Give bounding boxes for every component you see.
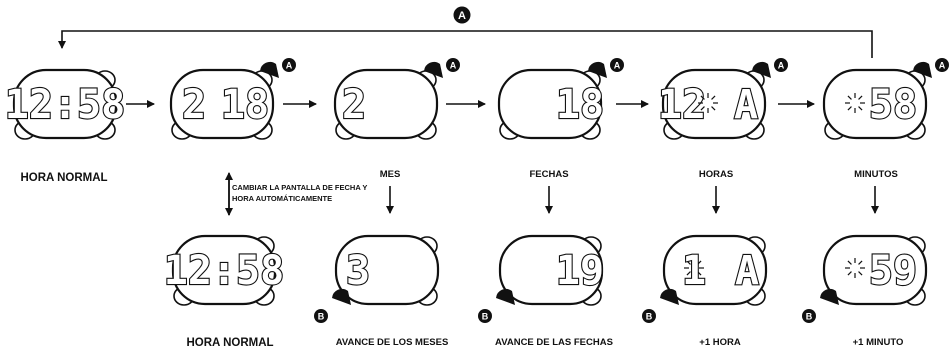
svg-text:B: B	[646, 312, 653, 322]
watch-case	[497, 68, 603, 140]
pressed-pusher	[913, 61, 932, 78]
svg-text:A: A	[286, 61, 293, 71]
button-a-icon: A	[282, 58, 296, 72]
display-month-advanced: 3	[346, 248, 370, 294]
pressed-pusher	[424, 61, 443, 78]
display-normal-time-bottom: 12:58	[164, 248, 284, 294]
display-date-day: 18	[221, 82, 269, 128]
toggle-note: CAMBIAR LA PANTALLA DE FECHA Y HORA AUTO…	[232, 182, 367, 204]
watch-date-advance: 19	[498, 234, 605, 306]
pressed-pusher	[752, 61, 771, 78]
svg-text:B: B	[482, 312, 489, 322]
display-hour-suffix: A	[734, 82, 758, 128]
display-minute-advanced: 59	[869, 248, 917, 294]
dates-label: FECHAS	[529, 169, 569, 180]
month-advance-label: AVANCE DE LOS MESES	[335, 337, 449, 348]
watch-case	[661, 68, 767, 140]
watch-month-set: 2	[333, 68, 439, 140]
button-a-icon: A	[446, 58, 460, 72]
display-date-month: 2	[182, 82, 206, 128]
watch-case	[334, 234, 440, 306]
date-advance-label: AVANCE DE LAS FECHAS	[495, 337, 613, 348]
watch-month-advance: 3	[334, 234, 440, 306]
svg-text:A: A	[458, 10, 466, 22]
watch-case	[171, 234, 277, 306]
svg-text:A: A	[614, 61, 621, 71]
blink-rays-icon	[684, 258, 704, 278]
watch-date-set: 18	[497, 68, 605, 140]
watch-hour-set: 12 A	[657, 68, 767, 140]
pressed-pusher	[496, 288, 515, 305]
button-a-icon: A	[935, 58, 949, 72]
display-normal-time: 12:58	[5, 82, 125, 128]
normal-time-label: HORA NORMAL	[20, 172, 108, 184]
return-loop-arrow	[58, 30, 873, 58]
month-label: MES	[379, 169, 401, 180]
button-b-icon: B	[478, 309, 492, 323]
watch-case	[822, 234, 928, 306]
plus-minute-label: +1 MINUTO	[852, 337, 904, 348]
plus-hour-label: +1 HORA	[699, 337, 741, 348]
button-a-icon: A	[774, 58, 788, 72]
watch-case	[333, 68, 439, 140]
blink-rays-icon	[845, 93, 865, 113]
svg-text:A: A	[778, 61, 785, 71]
watch-normal-time-bottom: 12:58	[163, 234, 285, 306]
watch-minute-set: 58	[822, 68, 928, 140]
display-month: 2	[342, 82, 366, 128]
pressed-pusher	[260, 61, 279, 78]
hours-label: HORAS	[698, 169, 734, 180]
watch-case	[822, 68, 928, 140]
toggle-note-line1: CAMBIAR LA PANTALLA DE FECHA Y	[232, 183, 368, 192]
svg-text:B: B	[806, 312, 813, 322]
svg-text:A: A	[450, 61, 457, 71]
display-minute: 58	[869, 82, 917, 128]
watch-case	[12, 68, 118, 140]
watch-minute-advance: 59	[822, 234, 928, 306]
button-a-icon: A	[453, 6, 471, 24]
display-hour-advanced: 1	[682, 248, 706, 294]
button-a-icon: A	[610, 58, 624, 72]
pressed-pusher	[332, 288, 351, 305]
svg-text:B: B	[318, 312, 325, 322]
blink-rays-icon	[698, 93, 718, 113]
watch-date-mode: 2 18	[169, 68, 275, 140]
normal-time-bottom-label: HORA NORMAL	[186, 337, 274, 349]
button-b-icon: B	[802, 309, 816, 323]
button-b-icon: B	[314, 309, 328, 323]
blink-rays-icon	[845, 258, 865, 278]
watch-case	[662, 234, 768, 306]
display-hour-advanced-suffix: A	[735, 248, 759, 294]
display-date: 18	[556, 82, 604, 128]
button-b-icon: B	[642, 309, 656, 323]
pressed-pusher	[588, 61, 607, 78]
display-date-advanced: 19	[556, 248, 604, 294]
pressed-pusher	[820, 288, 839, 305]
pressed-pusher	[660, 288, 679, 305]
toggle-note-line2: HORA AUTOMÁTICAMENTE	[232, 194, 333, 203]
watch-case	[498, 234, 604, 306]
watch-normal-time: 12:58	[4, 68, 126, 140]
watch-case	[169, 68, 275, 140]
minutes-label: MINUTOS	[854, 169, 898, 180]
display-hour: 12	[658, 82, 706, 128]
svg-text:A: A	[939, 61, 946, 71]
